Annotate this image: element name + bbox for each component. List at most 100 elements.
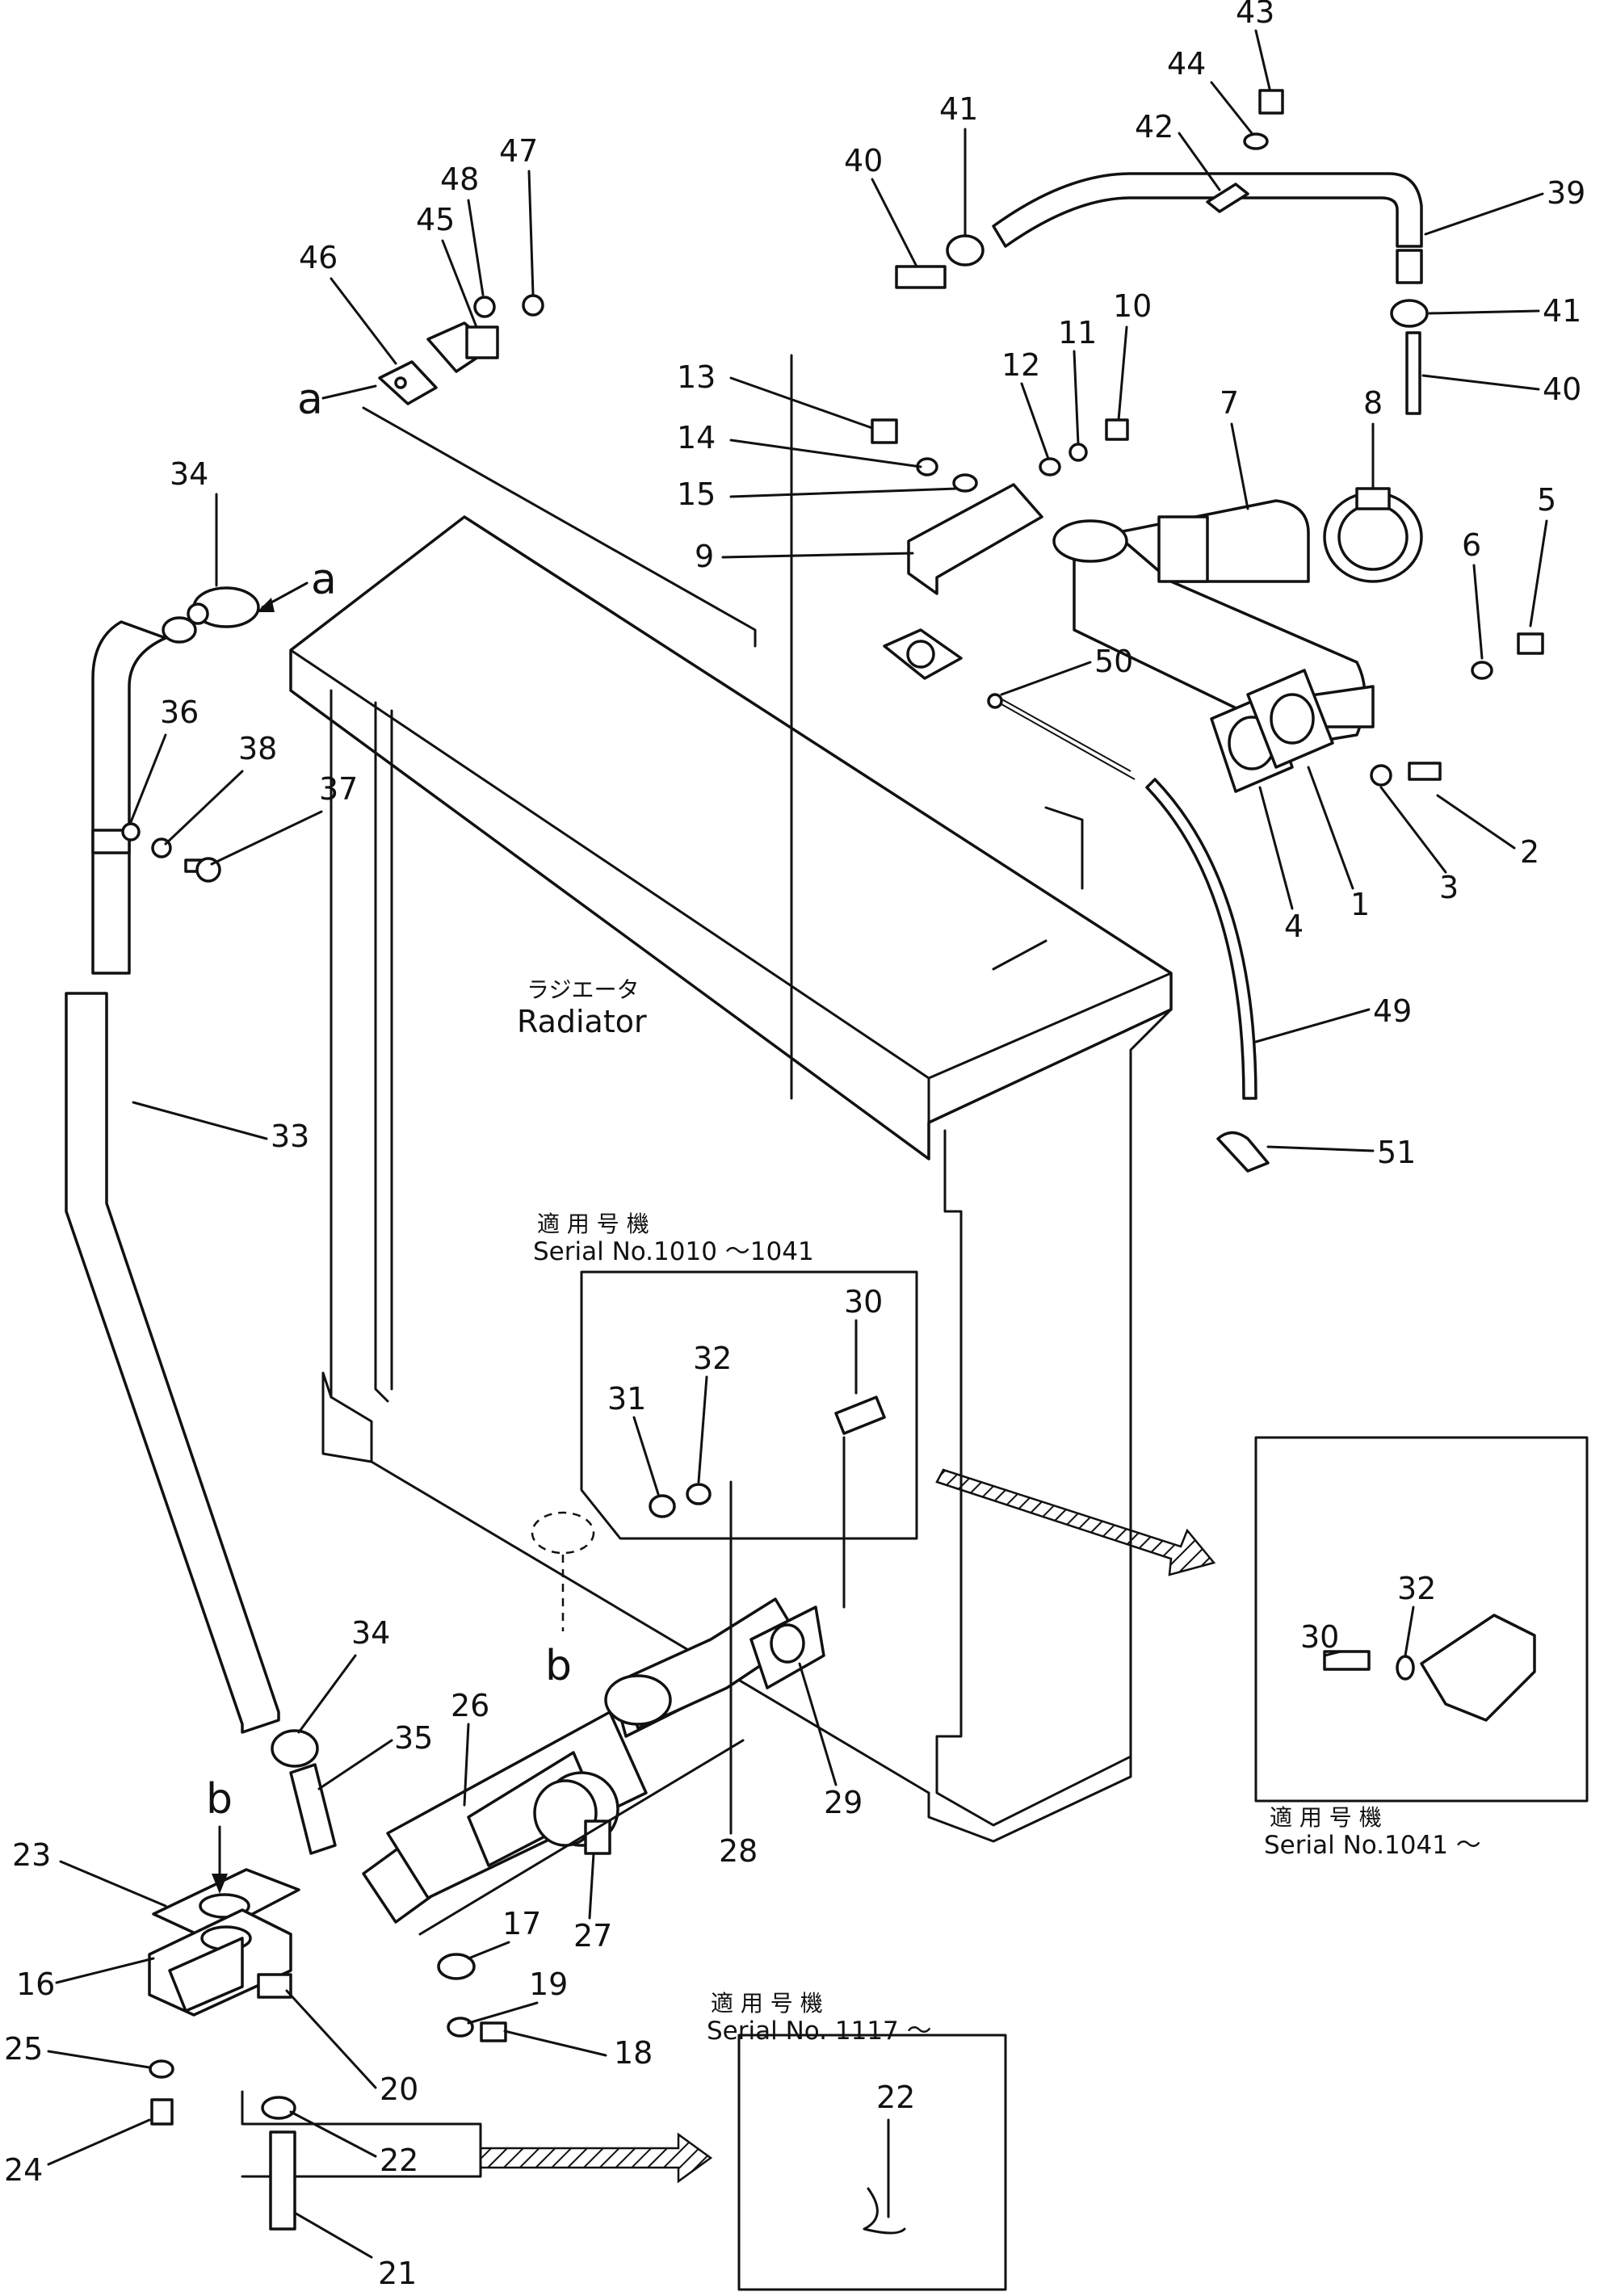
callout-6: 6 <box>1462 527 1484 660</box>
svg-text:11: 11 <box>1058 315 1097 350</box>
clip-51 <box>1216 1131 1270 1173</box>
callout-17: 17 <box>467 1906 541 1960</box>
svg-text:2: 2 <box>1520 834 1539 870</box>
leader-a-top <box>362 406 757 648</box>
svg-text:10: 10 <box>1113 288 1152 324</box>
callout-50: 50 <box>1000 644 1133 696</box>
note-box-3: 適 用 号 機 Serial No. 1117 ～ <box>707 1990 1007 2291</box>
svg-text:27: 27 <box>573 1918 612 1954</box>
svg-text:28: 28 <box>719 1833 758 1869</box>
svg-text:22: 22 <box>380 2143 418 2178</box>
svg-text:23: 23 <box>12 1837 51 1873</box>
callout-38: 38 <box>164 731 277 846</box>
bolt-43-44 <box>1243 89 1284 150</box>
hose-33 <box>65 620 280 1734</box>
callout-19: 19 <box>467 1967 568 2025</box>
svg-text:31: 31 <box>607 1381 646 1417</box>
elbow-port <box>883 628 963 680</box>
svg-text:50: 50 <box>1094 644 1133 679</box>
ref-b-circle: b <box>545 1642 572 1690</box>
svg-text:51: 51 <box>1377 1135 1416 1170</box>
svg-text:30: 30 <box>844 1284 883 1320</box>
callout-24: 24 <box>4 2118 151 2188</box>
callout-30: 30 <box>844 1284 883 1395</box>
callout-2: 2 <box>1436 794 1539 870</box>
bolt-30-inset <box>1323 1650 1371 1671</box>
bracket-9 <box>907 483 1043 595</box>
fasteners-2-3-5-6 <box>1370 632 1544 787</box>
callout-21: 21 <box>293 2211 417 2291</box>
svg-text:46: 46 <box>299 240 338 275</box>
note-1-ja: 適 用 号 機 <box>537 1211 649 1237</box>
callout-43: 43 <box>1236 0 1274 90</box>
callout-26: 26 <box>451 1688 489 1807</box>
svg-text:37: 37 <box>319 771 358 807</box>
svg-text:41: 41 <box>1543 293 1581 329</box>
stud-30 <box>834 1396 886 1435</box>
callout-40-right: 40 <box>1421 371 1581 407</box>
svg-text:7: 7 <box>1220 385 1239 421</box>
callout-32: 32 <box>693 1341 732 1484</box>
callouts: 1 2 3 4 5 6 7 8 9 10 11 12 13 14 15 16 1… <box>4 0 1585 2291</box>
svg-text:24: 24 <box>4 2152 43 2188</box>
callout-15: 15 <box>677 476 959 512</box>
callout-33: 33 <box>132 1101 309 1154</box>
svg-text:34: 34 <box>351 1615 390 1651</box>
callout-46: 46 <box>299 240 397 365</box>
svg-text:42: 42 <box>1135 109 1173 145</box>
callout-5: 5 <box>1529 482 1556 628</box>
svg-text:17: 17 <box>502 1906 541 1941</box>
callout-25: 25 <box>4 2031 151 2069</box>
svg-text:29: 29 <box>824 1785 863 1820</box>
callout-37: 37 <box>210 771 358 866</box>
callout-10: 10 <box>1113 288 1152 422</box>
svg-text:9: 9 <box>695 539 714 574</box>
callout-31: 31 <box>607 1381 660 1496</box>
bracket-45-46 <box>378 294 544 405</box>
svg-text:39: 39 <box>1547 175 1585 211</box>
radiator-label-en: Radiator <box>517 1004 647 1039</box>
svg-text:32: 32 <box>1397 1571 1436 1606</box>
svg-text:32: 32 <box>693 1341 732 1376</box>
callout-9: 9 <box>695 539 914 574</box>
hatched-arrow-right <box>935 1468 1216 1576</box>
note-2-ja: 適 用 号 機 <box>1270 1804 1382 1831</box>
callout-20: 20 <box>285 1989 418 2107</box>
callout-4: 4 <box>1258 786 1304 944</box>
callout-34-top: 34 <box>170 456 218 587</box>
callout-16: 16 <box>16 1957 155 2002</box>
svg-text:41: 41 <box>939 91 978 127</box>
note-2-en: Serial No.1041 ～ <box>1264 1831 1481 1860</box>
washer-32-inset <box>1396 1655 1415 1681</box>
reference-a: a a <box>257 376 377 612</box>
callout-14: 14 <box>677 420 922 468</box>
reference-b: b b <box>206 1511 595 1894</box>
callout-27: 27 <box>573 1852 612 1954</box>
radiator-label: ラジエータ Radiator <box>517 976 647 1039</box>
callout-11: 11 <box>1058 315 1097 446</box>
callout-29: 29 <box>798 1662 863 1820</box>
callout-51: 51 <box>1266 1135 1416 1170</box>
callout-28: 28 <box>719 1828 758 1869</box>
gaskets-1-4 <box>1210 669 1334 793</box>
svg-text:35: 35 <box>394 1720 433 1756</box>
svg-text:16: 16 <box>16 1967 55 2002</box>
bracket-42 <box>1206 183 1249 213</box>
callout-8: 8 <box>1363 385 1383 490</box>
clamp-band-8 <box>1323 487 1423 583</box>
ref-a-top: a <box>297 376 323 424</box>
hose-clamp-34-top <box>162 586 260 644</box>
radiator-label-ja: ラジエータ <box>527 976 639 1003</box>
fitting-35 <box>271 1729 337 1855</box>
svg-text:15: 15 <box>677 476 716 512</box>
hose-39 <box>992 172 1423 284</box>
svg-text:8: 8 <box>1363 385 1383 421</box>
note-3-en: Serial No. 1117 ～ <box>707 2017 932 2046</box>
fasteners-10-15 <box>871 418 1129 493</box>
svg-text:3: 3 <box>1439 870 1459 905</box>
nut-31 <box>649 1494 676 1518</box>
callout-32-inset2: 32 <box>1397 1571 1436 1657</box>
svg-text:48: 48 <box>440 162 479 197</box>
svg-text:19: 19 <box>529 1967 568 2002</box>
callout-39: 39 <box>1424 175 1585 236</box>
